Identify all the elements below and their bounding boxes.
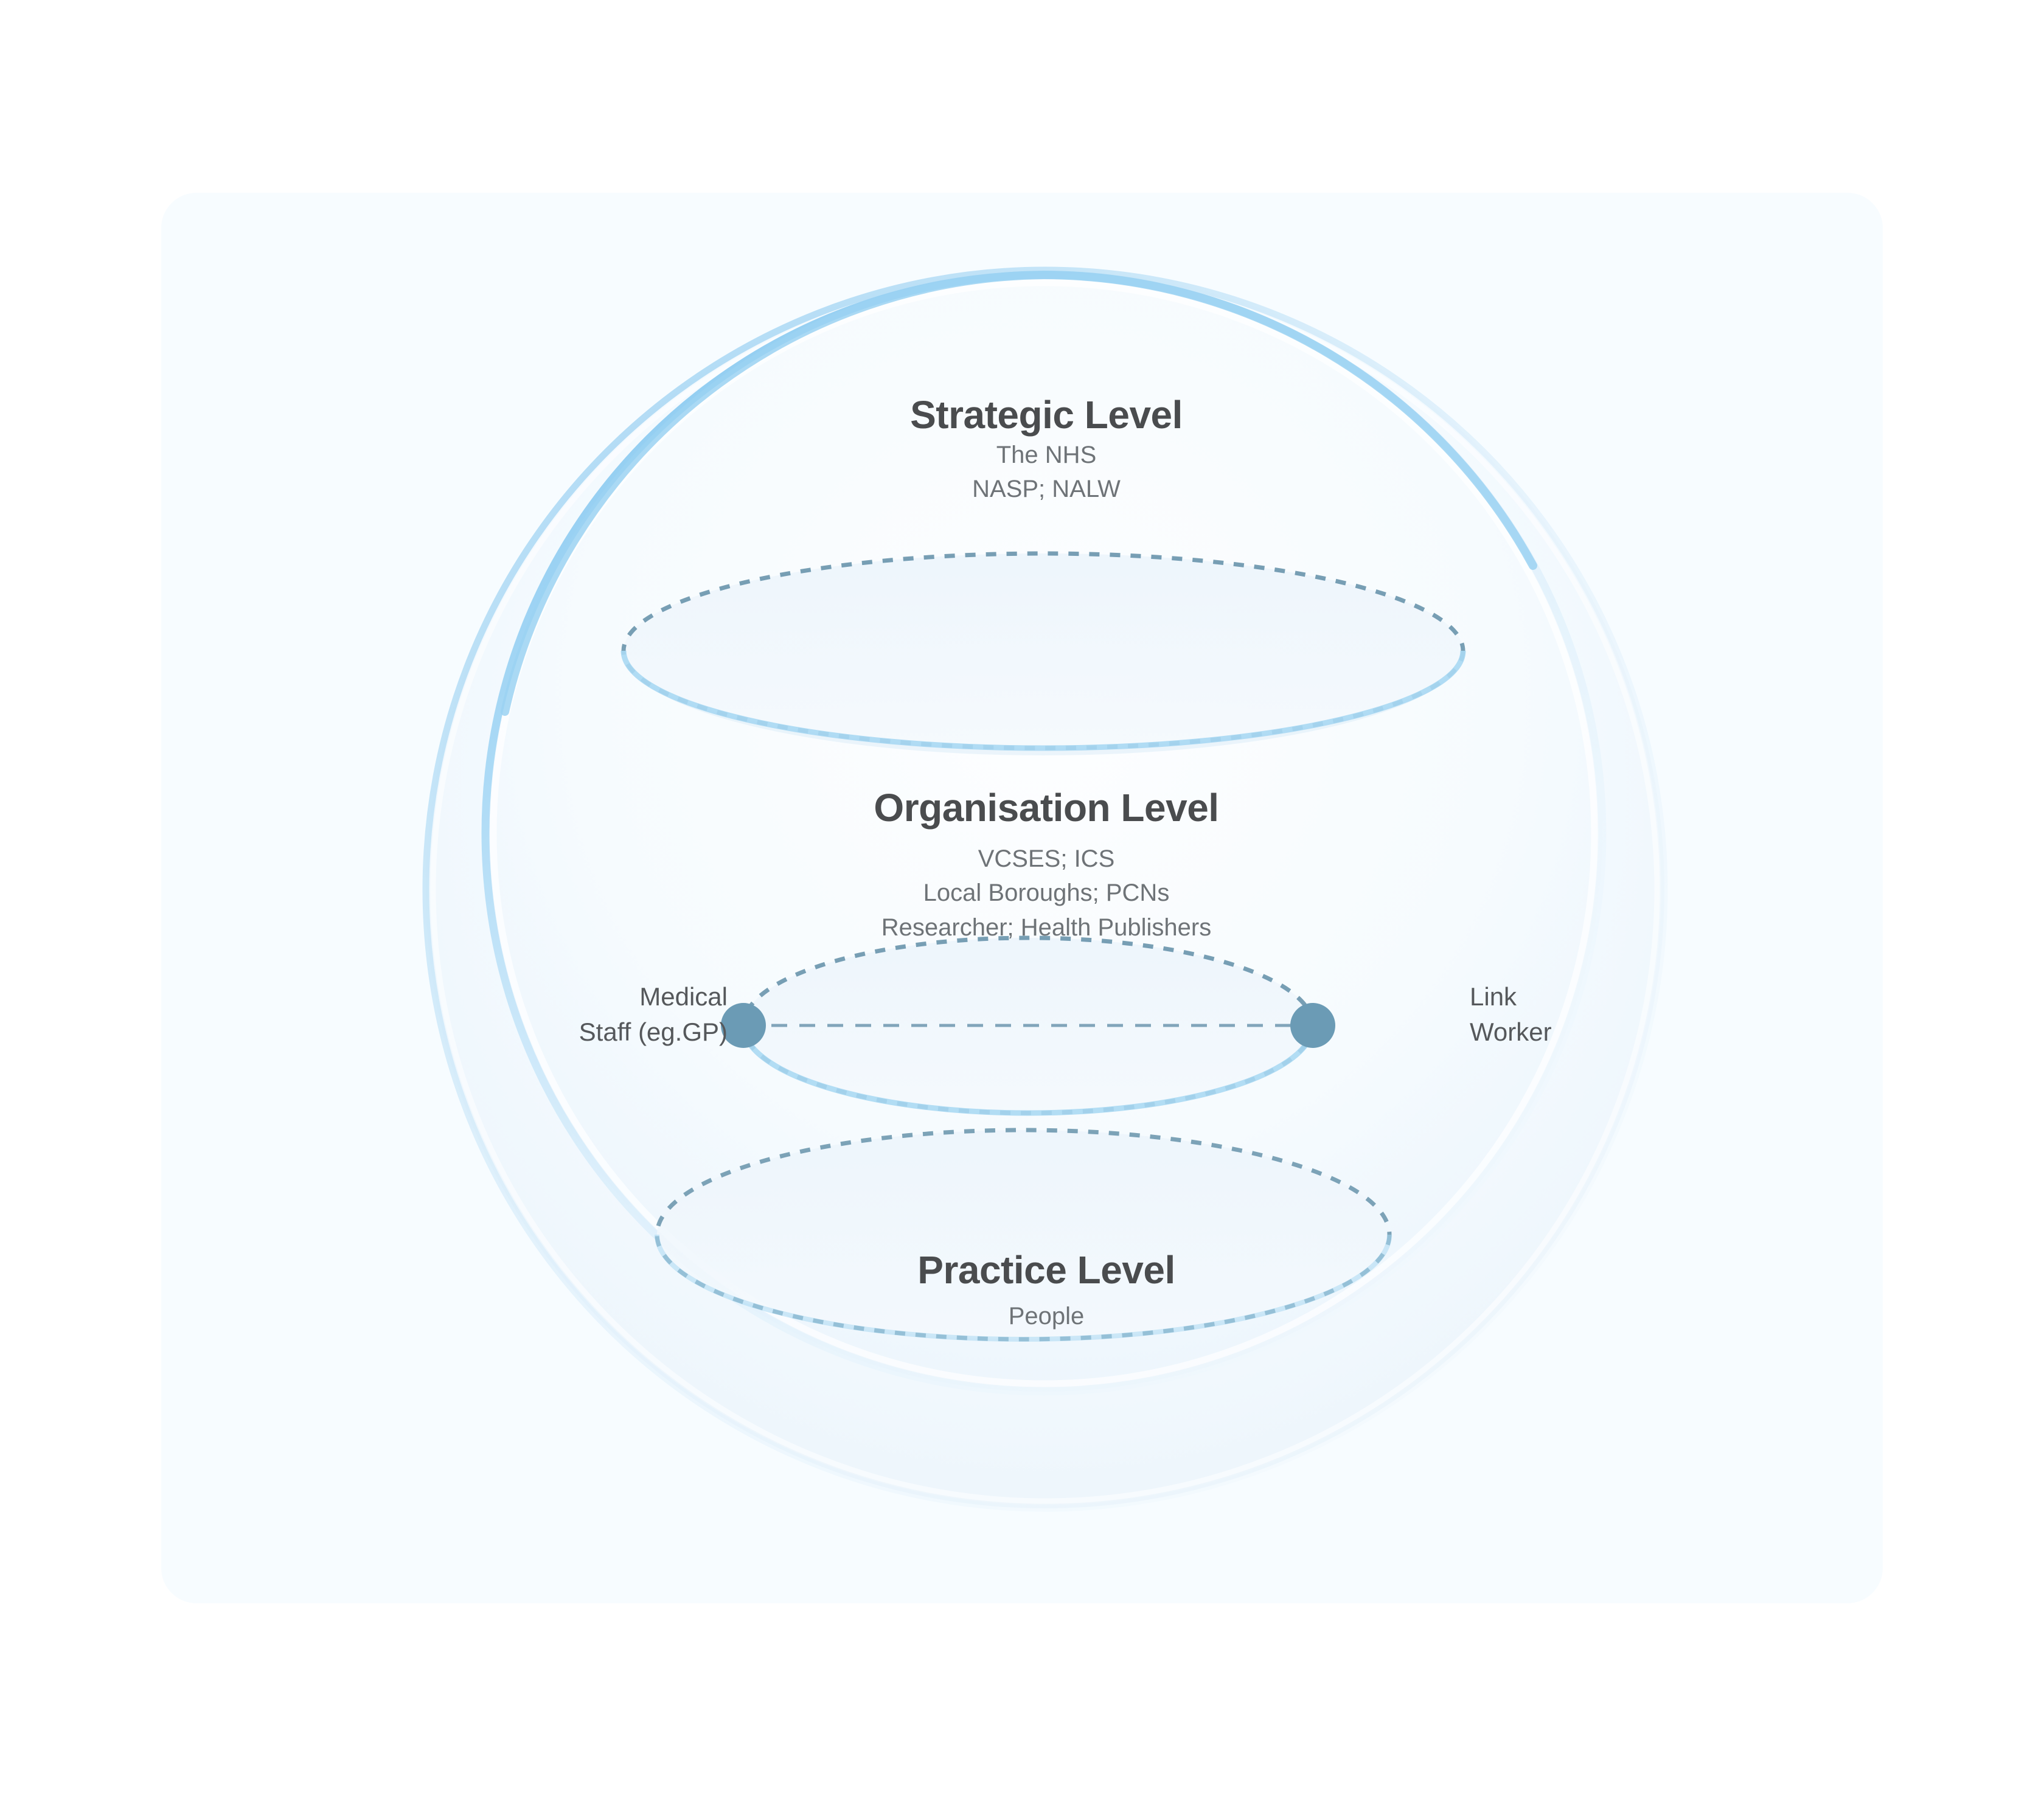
practice-level-title: Practice Level bbox=[917, 1248, 1175, 1292]
strategic-level-title: Strategic Level bbox=[910, 393, 1183, 437]
organisation-level-title: Organisation Level bbox=[874, 786, 1219, 830]
organisation-level-disc bbox=[740, 935, 1316, 1116]
organisation-level-subtitle-line-3: Researcher; Health Publishers bbox=[881, 914, 1212, 942]
practice-level-disc bbox=[655, 1128, 1392, 1342]
organisation-level-text-block: Organisation Level VCSES; ICS Local Boro… bbox=[535, 786, 1557, 945]
strategic-level-disc bbox=[620, 551, 1466, 755]
inner-sphere-top-highlight bbox=[501, 270, 1537, 716]
strategic-level-text-block: Strategic Level The NHS NASP; NALW bbox=[535, 393, 1557, 507]
strategic-disc-rim-highlight bbox=[620, 650, 1466, 751]
inner-sphere bbox=[481, 270, 1607, 1396]
organisation-disc-rim-highlight bbox=[740, 1025, 1316, 1116]
strategic-level-subtitle-line-2: NASP; NALW bbox=[972, 476, 1121, 503]
link-worker-label: Link Worker bbox=[1470, 979, 1652, 1050]
inner-sphere-inner-gloss bbox=[490, 279, 1598, 1387]
medical-staff-label-line-2: Staff (eg.GP) bbox=[579, 1017, 728, 1046]
link-worker-node-dot[interactable] bbox=[1290, 1003, 1335, 1048]
medical-staff-node-dot[interactable] bbox=[721, 1003, 766, 1048]
strategic-level-subtitle-line-1: The NHS bbox=[996, 441, 1097, 468]
medical-staff-label: Medical Staff (eg.GP) bbox=[472, 979, 728, 1050]
practice-level-text-block: Practice Level People bbox=[535, 1248, 1557, 1333]
medical-staff-label-line-1: Medical bbox=[639, 982, 728, 1011]
link-worker-label-line-1: Link bbox=[1470, 982, 1517, 1011]
connector-group bbox=[499, 1003, 1557, 1048]
practice-disc-rim-highlight bbox=[655, 1234, 1392, 1342]
organisation-level-subtitle-line-2: Local Boroughs; PCNs bbox=[923, 879, 1170, 907]
practice-level-subtitle-line-1: People bbox=[1008, 1302, 1085, 1330]
link-worker-label-line-2: Worker bbox=[1470, 1017, 1552, 1046]
organisation-level-subtitle-line-1: VCSES; ICS bbox=[978, 845, 1115, 872]
